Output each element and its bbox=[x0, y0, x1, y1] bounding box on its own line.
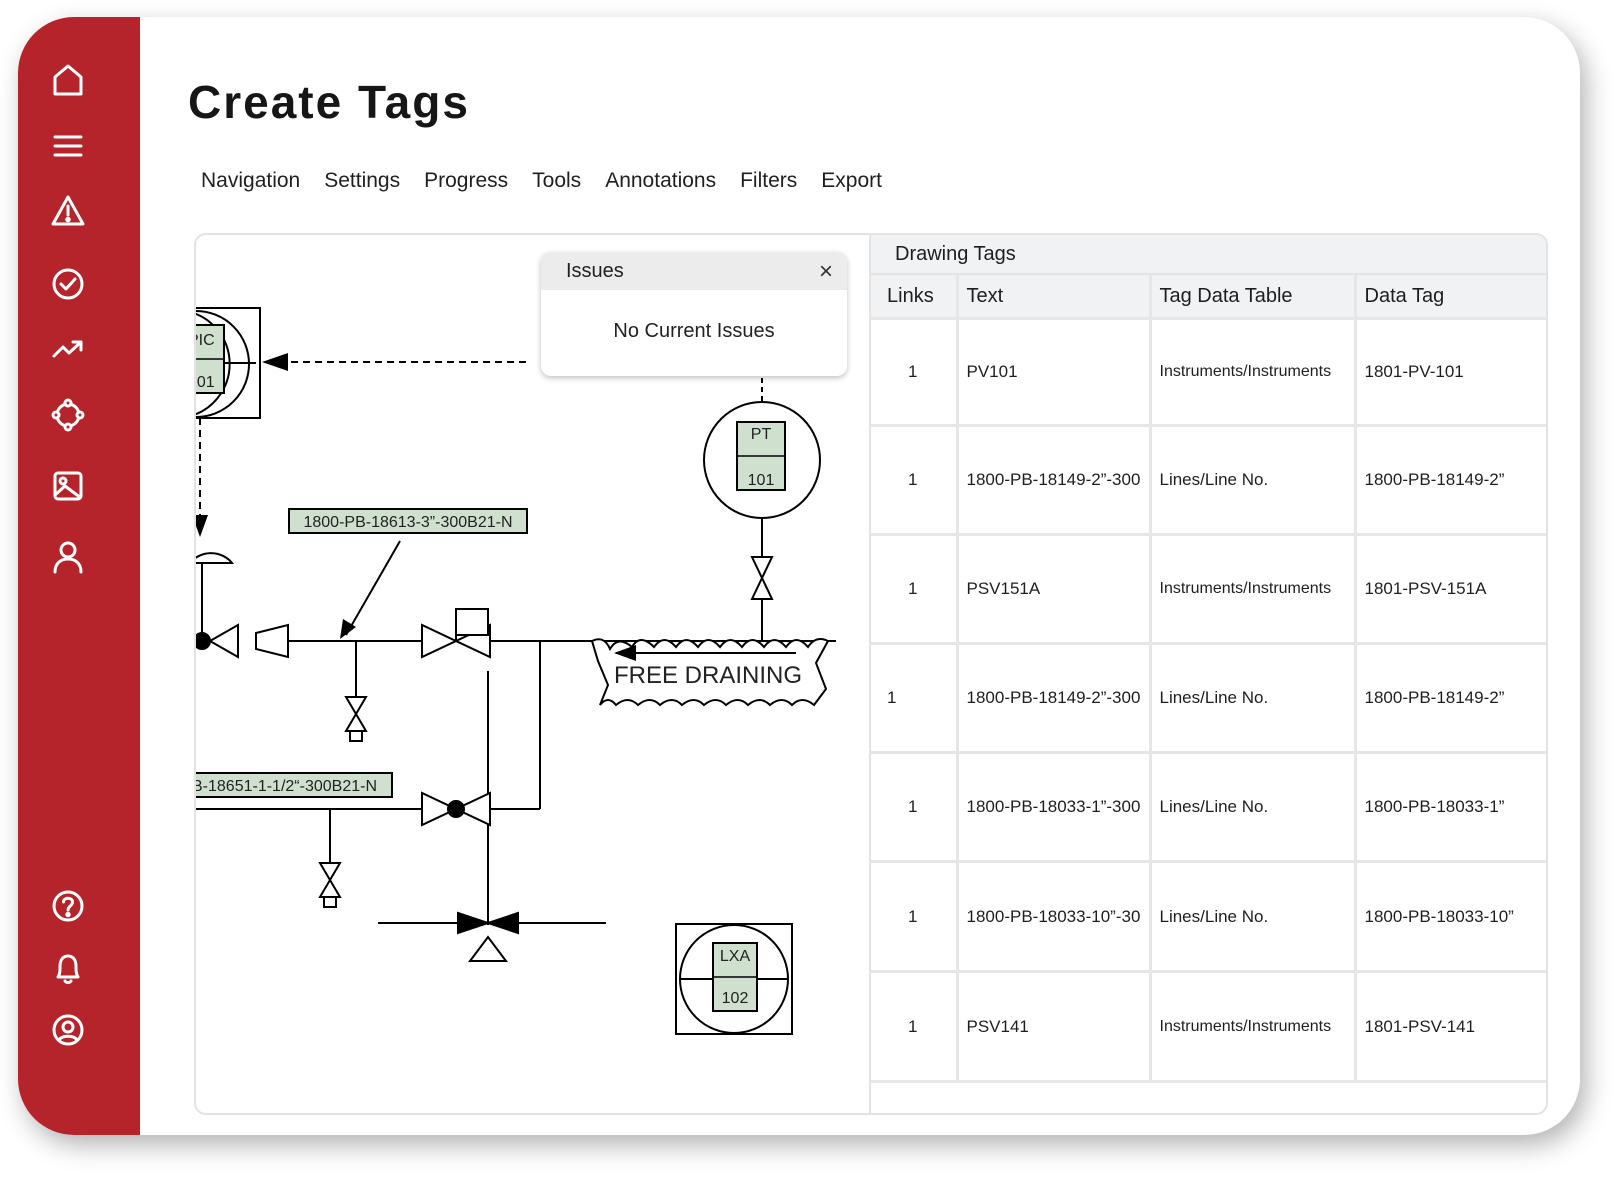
table-row[interactable]: 1 PSV141 Instruments/Instruments 1801-PS… bbox=[871, 971, 1546, 1083]
cell-tag: 1800-PB-18033-10” bbox=[1355, 861, 1546, 973]
free-draining-label: FREE DRAINING bbox=[614, 662, 802, 689]
cell-tag: 1801-PV-101 bbox=[1355, 318, 1546, 427]
cell-table: Instruments/Instruments bbox=[1150, 318, 1357, 427]
cell-tag: 1801-PSV-141 bbox=[1355, 971, 1546, 1083]
cell-text: PV101 bbox=[957, 318, 1152, 427]
menu-icon[interactable] bbox=[49, 127, 87, 165]
bell-icon[interactable] bbox=[49, 949, 87, 987]
warning-icon[interactable] bbox=[49, 192, 87, 230]
line-label-box-2 bbox=[196, 772, 393, 798]
drawing-tags-title: Drawing Tags bbox=[871, 235, 1546, 275]
issues-message: No Current Issues bbox=[613, 320, 775, 342]
drawing-tags-panel: Drawing Tags Links Text Tag Data Table D… bbox=[869, 235, 1546, 1113]
menu-navigation[interactable]: Navigation bbox=[201, 169, 301, 192]
lxa-tag-top: LXA bbox=[720, 948, 751, 965]
cell-text: PSV151A bbox=[957, 534, 1152, 645]
cell-text: 1800-PB-18033-10”-30 bbox=[957, 861, 1152, 973]
line-label-2[interactable]: B-18651-1-1/2“-300B21-N bbox=[196, 778, 377, 795]
cell-links: 1 bbox=[871, 534, 959, 645]
column-header-links[interactable]: Links bbox=[871, 275, 959, 320]
menu-progress[interactable]: Progress bbox=[424, 169, 509, 192]
cell-links: 1 bbox=[871, 425, 959, 536]
menu-filters[interactable]: Filters bbox=[740, 169, 798, 192]
drawing-canvas[interactable]: PIC 101 PT 101 LXA 102 1800-PB-18613-3”-… bbox=[196, 235, 868, 1113]
column-header-tag-data-table[interactable]: Tag Data Table bbox=[1150, 275, 1357, 320]
table-row[interactable]: 1 PSV151A Instruments/Instruments 1801-P… bbox=[871, 534, 1546, 645]
close-icon[interactable]: × bbox=[818, 258, 833, 285]
pic-instrument-box bbox=[196, 307, 261, 419]
issues-title: Issues bbox=[566, 260, 624, 282]
cell-links: 1 bbox=[871, 752, 959, 863]
trending-icon[interactable] bbox=[49, 330, 87, 368]
line-label-1[interactable]: 1800-PB-18613-3”-300B21-N bbox=[303, 514, 512, 531]
table-row[interactable]: 1 1800-PB-18149-2”-300 Lines/Line No. 18… bbox=[871, 643, 1546, 754]
table-header-row: Links Text Tag Data Table Data Tag bbox=[871, 275, 1546, 320]
menu-tools[interactable]: Tools bbox=[532, 169, 582, 192]
cell-table: Lines/Line No. bbox=[1150, 643, 1357, 754]
page-title: Create Tags bbox=[188, 76, 470, 128]
menu-settings[interactable]: Settings bbox=[324, 169, 401, 192]
cell-table: Lines/Line No. bbox=[1150, 861, 1357, 973]
column-header-text[interactable]: Text bbox=[957, 275, 1152, 320]
menu-bar: Navigation Settings Progress Tools Annot… bbox=[201, 169, 882, 193]
table-row[interactable]: 1 1800-PB-18149-2”-300 Lines/Line No. 18… bbox=[871, 425, 1546, 536]
cell-tag: 1800-PB-18149-2” bbox=[1355, 425, 1546, 536]
line-label-box-1 bbox=[288, 508, 528, 534]
check-circle-icon[interactable] bbox=[49, 265, 87, 303]
pt-tag-top: PT bbox=[751, 426, 772, 443]
lxa-tag-bottom: 102 bbox=[722, 990, 749, 1007]
cell-links: 1 bbox=[871, 971, 959, 1083]
cell-table: Lines/Line No. bbox=[1150, 425, 1357, 536]
app-window: Create Tags Navigation Settings Progress… bbox=[18, 17, 1580, 1135]
cell-table: Instruments/Instruments bbox=[1150, 971, 1357, 1083]
pic-tag-bottom: 101 bbox=[196, 374, 215, 391]
cell-text: PSV141 bbox=[957, 971, 1152, 1083]
table-row[interactable]: 1 1800-PB-18033-1”-300 Lines/Line No. 18… bbox=[871, 752, 1546, 863]
cell-table: Lines/Line No. bbox=[1150, 752, 1357, 863]
column-header-data-tag[interactable]: Data Tag bbox=[1355, 275, 1546, 320]
user-icon[interactable] bbox=[49, 538, 87, 576]
cell-tag: 1800-PB-18033-1” bbox=[1355, 752, 1546, 863]
table-row[interactable]: 1 1800-PB-18033-10”-30 Lines/Line No. 18… bbox=[871, 861, 1546, 973]
menu-annotations[interactable]: Annotations bbox=[605, 169, 717, 192]
pic-tag-top: PIC bbox=[196, 332, 215, 349]
image-icon[interactable] bbox=[49, 467, 87, 505]
workspace: PIC 101 PT 101 LXA 102 1800-PB-18613-3”-… bbox=[194, 233, 1548, 1115]
home-icon[interactable] bbox=[49, 61, 87, 99]
issues-header: Issues × bbox=[541, 252, 847, 290]
tags-table: Links Text Tag Data Table Data Tag 1 PV1… bbox=[871, 275, 1546, 1083]
pt-tag-bottom: 101 bbox=[748, 472, 775, 489]
cell-links: 1 bbox=[871, 643, 959, 754]
cell-text: 1800-PB-18149-2”-300 bbox=[957, 643, 1152, 754]
cell-links: 1 bbox=[871, 318, 959, 427]
cell-tag: 1800-PB-18149-2” bbox=[1355, 643, 1546, 754]
table-row[interactable]: 1 PV101 Instruments/Instruments 1801-PV-… bbox=[871, 318, 1546, 427]
issues-panel: Issues × No Current Issues bbox=[541, 252, 847, 376]
cell-text: 1800-PB-18149-2”-300 bbox=[957, 425, 1152, 536]
connections-icon[interactable] bbox=[49, 396, 87, 434]
account-icon[interactable] bbox=[49, 1011, 87, 1049]
cell-links: 1 bbox=[871, 861, 959, 973]
sidebar bbox=[18, 17, 140, 1135]
help-icon[interactable] bbox=[49, 887, 87, 925]
cell-text: 1800-PB-18033-1”-300 bbox=[957, 752, 1152, 863]
cell-table: Instruments/Instruments bbox=[1150, 534, 1357, 645]
menu-export[interactable]: Export bbox=[821, 169, 882, 192]
cell-tag: 1801-PSV-151A bbox=[1355, 534, 1546, 645]
